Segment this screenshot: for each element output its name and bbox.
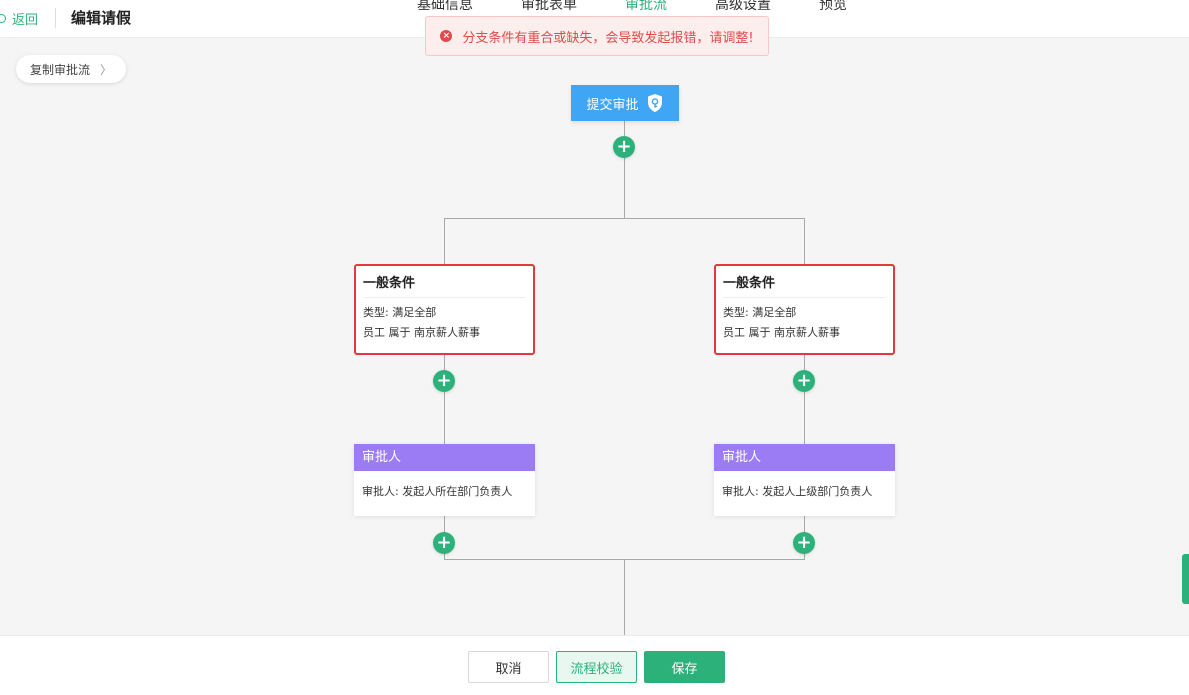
tab-approval-form[interactable]: 审批表单 xyxy=(521,0,577,13)
condition-rule: 员工 属于 南京薪人薪事 xyxy=(723,326,840,339)
start-node[interactable]: 提交审批 xyxy=(571,85,679,121)
cancel-button[interactable]: 取消 xyxy=(468,651,549,683)
connector-line xyxy=(624,121,625,219)
header-divider xyxy=(55,8,56,28)
back-label: 返回 xyxy=(12,13,39,28)
toast-message: 分支条件有重合或缺失，会导致发起报错，请调整! xyxy=(462,30,754,46)
error-toast: × 分支条件有重合或缺失，会导致发起报错，请调整! xyxy=(425,16,769,56)
add-node-button[interactable]: + xyxy=(793,532,815,554)
connector-line xyxy=(444,218,805,219)
chevron-right-icon: 〉 xyxy=(100,62,113,77)
page-title: 编辑请假 xyxy=(71,9,132,27)
add-node-button[interactable]: + xyxy=(433,532,455,554)
approver-detail: 审批人: 发起人所在部门负责人 xyxy=(362,485,513,498)
side-float-tab[interactable] xyxy=(1182,554,1189,604)
back-button[interactable]: 返回 xyxy=(0,9,38,28)
condition-title: 一般条件 xyxy=(363,272,526,298)
tab-preview[interactable]: 预览 xyxy=(819,0,847,13)
connector-line xyxy=(444,218,445,264)
approver-detail: 审批人: 发起人上级部门负责人 xyxy=(722,485,873,498)
add-node-button[interactable]: + xyxy=(793,370,815,392)
save-button[interactable]: 保存 xyxy=(644,651,725,683)
condition-rule: 员工 属于 南京薪人薪事 xyxy=(363,326,480,339)
connector-line xyxy=(444,354,445,444)
connector-line xyxy=(804,354,805,444)
condition-title: 一般条件 xyxy=(723,272,886,298)
add-node-button[interactable]: + xyxy=(433,370,455,392)
tab-approval-flow[interactable]: 审批流 xyxy=(625,0,667,13)
approver-card[interactable]: 审批人 审批人: 发起人所在部门负责人 xyxy=(354,444,535,516)
tab-basic-info[interactable]: 基础信息 xyxy=(417,0,473,13)
tab-bar: 基础信息 审批表单 审批流 高级设置 预览 xyxy=(417,0,895,14)
back-icon xyxy=(0,14,6,23)
copy-flow-button[interactable]: 复制审批流 〉 xyxy=(16,55,127,83)
footer-bar: 取消 流程校验 保存 xyxy=(0,635,1189,695)
condition-card[interactable]: 一般条件 类型: 满足全部 员工 属于 南京薪人薪事 xyxy=(714,264,895,355)
approver-title: 审批人 xyxy=(354,444,535,471)
shield-key-icon xyxy=(647,94,662,112)
tab-advanced-settings[interactable]: 高级设置 xyxy=(715,0,771,13)
connector-line xyxy=(624,559,625,635)
approver-card[interactable]: 审批人 审批人: 发起人上级部门负责人 xyxy=(714,444,895,516)
connector-line xyxy=(804,218,805,264)
condition-card[interactable]: 一般条件 类型: 满足全部 员工 属于 南京薪人薪事 xyxy=(354,264,535,355)
error-icon: × xyxy=(440,30,453,42)
condition-type: 类型: 满足全部 xyxy=(363,306,437,319)
copy-flow-label: 复制审批流 xyxy=(30,62,91,77)
start-node-label: 提交审批 xyxy=(586,97,639,113)
add-node-button[interactable]: + xyxy=(613,136,635,158)
validate-flow-button[interactable]: 流程校验 xyxy=(556,651,637,683)
approver-title: 审批人 xyxy=(714,444,895,471)
condition-type: 类型: 满足全部 xyxy=(723,306,797,319)
